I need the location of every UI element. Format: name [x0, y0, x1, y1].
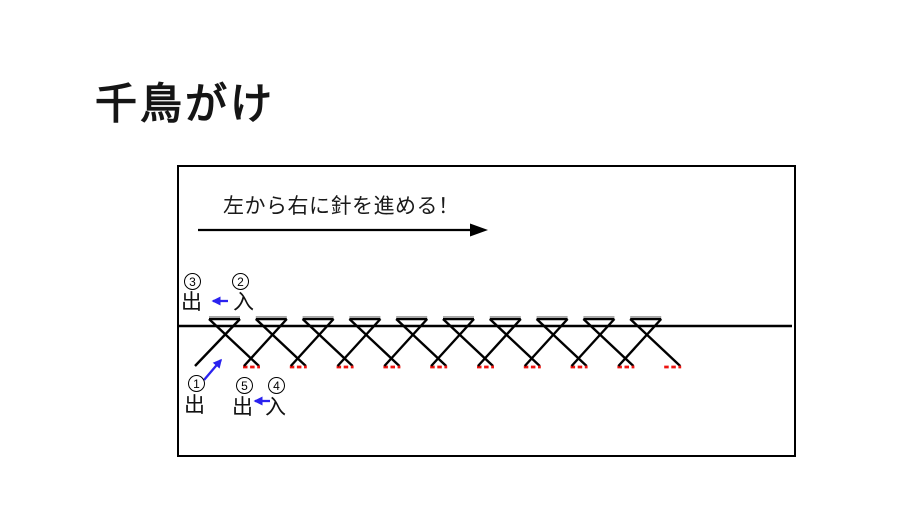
- step3-number-badge: 3: [184, 273, 201, 290]
- instruction-text: 左から右に針を進める！: [223, 195, 460, 218]
- step5-exit-label: 出: [232, 396, 253, 419]
- step3-exit-label: 出: [181, 291, 202, 314]
- step1-exit-label: 出: [184, 394, 205, 417]
- step4-enter-label: 入: [265, 396, 286, 419]
- step2-enter-label: 入: [233, 291, 254, 314]
- diagram-box: [177, 165, 796, 457]
- slide-title: 千鳥がけ: [95, 79, 276, 128]
- step2-number-badge: 2: [232, 273, 249, 290]
- step4-number-badge: 4: [268, 377, 285, 394]
- step1-number-badge: 1: [188, 375, 205, 392]
- step5-number-badge: 5: [236, 377, 253, 394]
